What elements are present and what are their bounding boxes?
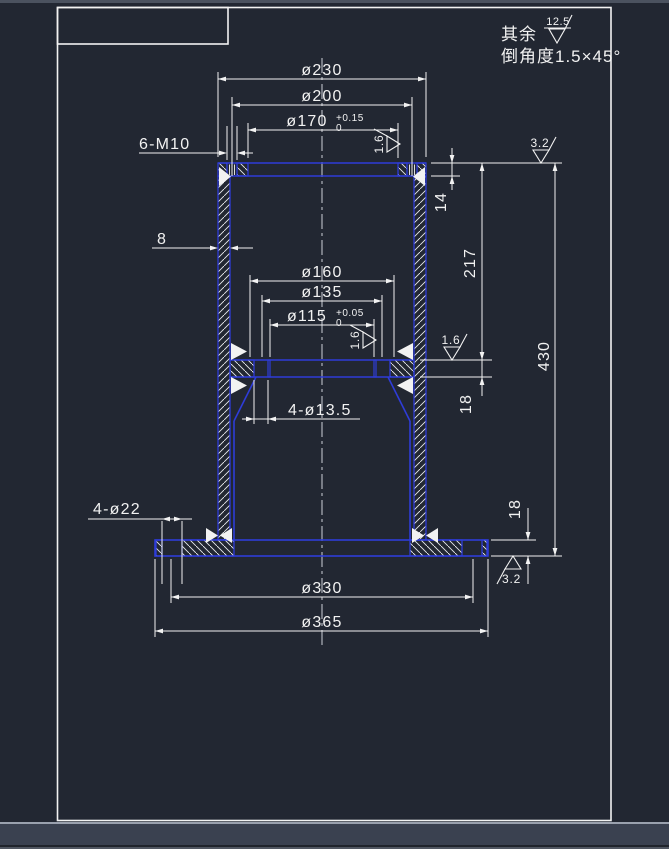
dim-bore-top: ø170 +0.15 0: [247, 113, 399, 158]
dim-label: 217: [462, 248, 479, 278]
surface-finish-top-bore: 1.6: [372, 128, 402, 154]
internal-web: [229, 359, 415, 540]
tolerance-lower: 0: [336, 123, 342, 134]
surface-finish-web-face: 1.6: [441, 333, 468, 362]
finish-value: 1.6: [441, 333, 460, 347]
dim-label: ø230: [301, 62, 342, 79]
dim-label: ø160: [301, 264, 342, 281]
dim-label: ø330: [301, 580, 342, 597]
dim-tapped-holes: 6-M10: [139, 126, 253, 160]
dim-total-height: 430: [536, 163, 558, 556]
status-bar: [0, 822, 669, 849]
dim-body-height: 217: [462, 163, 485, 360]
dim-label: 8: [157, 231, 167, 248]
note-chamfer: 倒角度1.5×45°: [501, 47, 621, 66]
tolerance-lower: 0: [336, 318, 342, 329]
dim-bolt-circle-top: ø200: [231, 88, 413, 176]
dim-label: 4-ø13.5: [288, 402, 352, 419]
bottom-flange: [154, 539, 489, 557]
dim-wall-thickness: 8: [152, 231, 253, 251]
part-section: [154, 162, 489, 557]
dim-web-holes: 4-ø13.5: [242, 380, 360, 424]
dim-web-bolt-circle: ø135: [261, 284, 383, 357]
dim-outer-top: ø230: [217, 62, 427, 157]
dim-label: 18: [458, 394, 475, 414]
dim-label: 6-M10: [139, 136, 190, 153]
dim-flange-bolt-circle: ø330: [170, 559, 474, 603]
dim-label: ø115: [287, 308, 327, 325]
tolerance-upper: +0.15: [336, 113, 364, 124]
dim-label: 4-ø22: [93, 501, 141, 518]
extension-lines-right: [420, 162, 562, 557]
dim-web-thickness: 18: [458, 360, 485, 414]
dim-label: 18: [507, 499, 524, 519]
weld-marks: [206, 167, 438, 543]
general-notes: 其余 12.5 倒角度1.5×45°: [501, 14, 621, 66]
top-bar: [0, 0, 669, 3]
surface-finish-top-face: 3.2: [530, 136, 557, 165]
dim-flange-thickness: 18: [507, 499, 531, 584]
dim-label: 430: [536, 341, 553, 371]
dim-label: ø170: [286, 113, 327, 130]
dim-label: ø135: [301, 284, 342, 301]
dim-web-recess: ø160: [249, 264, 395, 357]
surface-finish-flange-bottom: 3.2: [496, 554, 522, 586]
dim-web-bore: ø115 +0.05 0: [269, 308, 375, 357]
finish-value: 1.6: [372, 134, 386, 153]
note-general-label: 其余: [501, 25, 537, 44]
finish-value: 3.2: [502, 572, 521, 586]
dim-label: ø200: [301, 88, 342, 105]
dim-flange-outer: ø365: [154, 559, 489, 637]
surface-finish-general: 12.5: [544, 14, 573, 45]
title-block: [56, 6, 229, 45]
finish-value: 1.6: [348, 330, 362, 349]
finish-value: 3.2: [530, 136, 549, 150]
surface-finish-web-bore: 1.6: [348, 324, 378, 350]
dim-rim-height: 14: [433, 148, 455, 212]
dim-label: 14: [433, 192, 450, 212]
right-wall: [413, 175, 427, 541]
finish-value: 12.5: [546, 16, 569, 28]
dim-label: ø365: [301, 614, 342, 631]
tolerance-upper: +0.05: [336, 308, 364, 319]
left-wall: [217, 175, 231, 541]
dim-flange-holes: 4-ø22: [88, 501, 192, 584]
drawing-frame: [56, 6, 612, 822]
